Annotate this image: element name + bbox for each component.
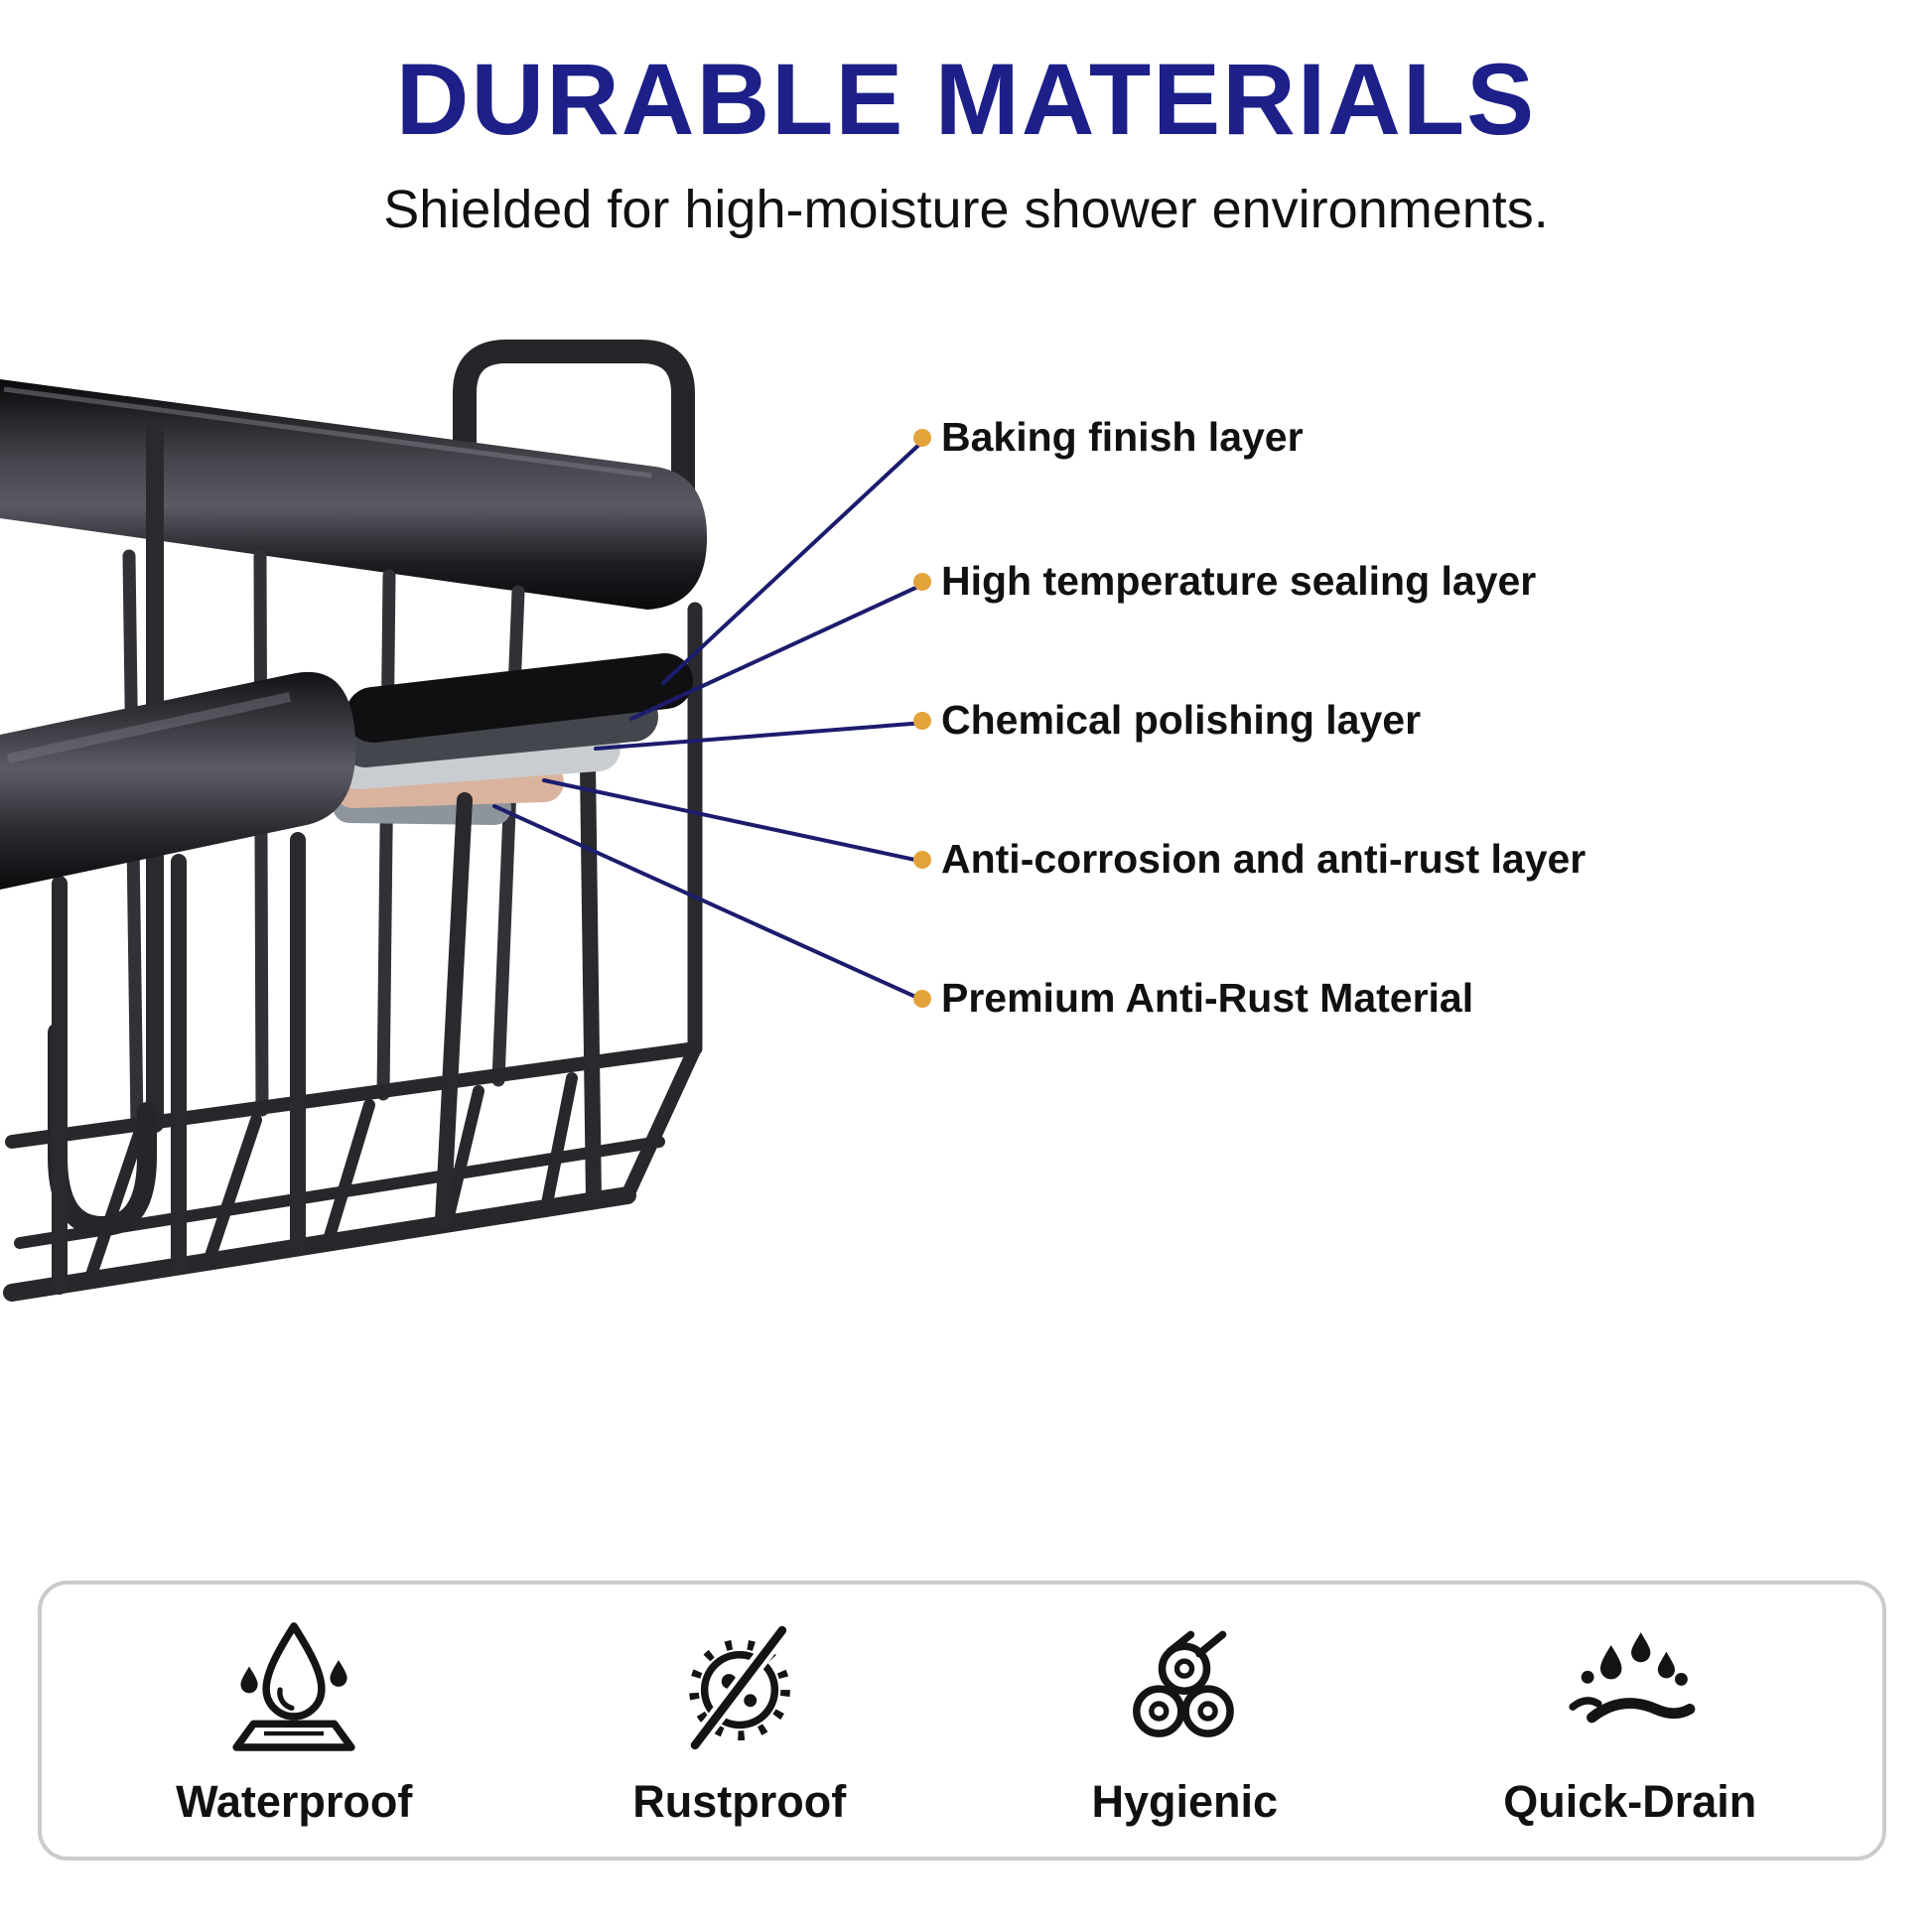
feature-hygienic: Hygienic (962, 1613, 1408, 1828)
rustproof-icon (687, 1624, 790, 1751)
callout-label: Baking finish layer (941, 414, 1304, 460)
callout-baking-finish: Baking finish layer (913, 414, 1304, 461)
front-band (0, 671, 356, 890)
bullet-dot (913, 572, 931, 591)
page-subtitle: Shielded for high-moisture shower enviro… (383, 180, 1549, 239)
page-title: DURABLE MATERIALS (395, 43, 1537, 156)
front-wire-cross (435, 792, 473, 1229)
bullet-dot (913, 989, 931, 1008)
feature-label: Hygienic (1091, 1776, 1279, 1827)
feature-quick-drain: Quick-Drain (1408, 1613, 1854, 1828)
callout-label: Premium Anti-Rust Material (941, 975, 1474, 1021)
layer-baking-finish (345, 653, 693, 743)
bullet-dot (913, 428, 931, 447)
waterproof-icon (232, 1622, 355, 1751)
callout-label: Chemical polishing layer (941, 697, 1422, 743)
callout-high-temp-sealing: High temperature sealing layer (913, 558, 1536, 605)
back-wall-panel (0, 379, 708, 610)
callout-chemical-polishing: Chemical polishing layer (913, 697, 1421, 744)
front-wires-left (52, 759, 602, 1295)
callout-label: High temperature sealing layer (941, 558, 1537, 604)
callout-label: Anti-corrosion and anti-rust layer (941, 836, 1587, 882)
feature-label: Waterproof (176, 1776, 413, 1827)
feature-rustproof: Rustproof (517, 1613, 963, 1828)
feature-label: Rustproof (632, 1776, 847, 1827)
hygienic-icon (1133, 1630, 1235, 1737)
bullet-dot (913, 850, 931, 869)
callout-anti-corrosion: Anti-corrosion and anti-rust layer (913, 836, 1586, 883)
hanger-loop (453, 340, 695, 528)
quick-drain-icon (1569, 1632, 1696, 1724)
bullet-dot (913, 711, 931, 730)
feature-label: Quick-Drain (1503, 1776, 1757, 1827)
feature-waterproof: Waterproof (71, 1613, 517, 1828)
coating-layers (333, 653, 693, 825)
leader-lines (492, 438, 926, 1003)
feature-bar: Waterproof Rustproof (38, 1581, 1886, 1861)
callout-premium-anti-rust: Premium Anti-Rust Material (913, 975, 1473, 1022)
